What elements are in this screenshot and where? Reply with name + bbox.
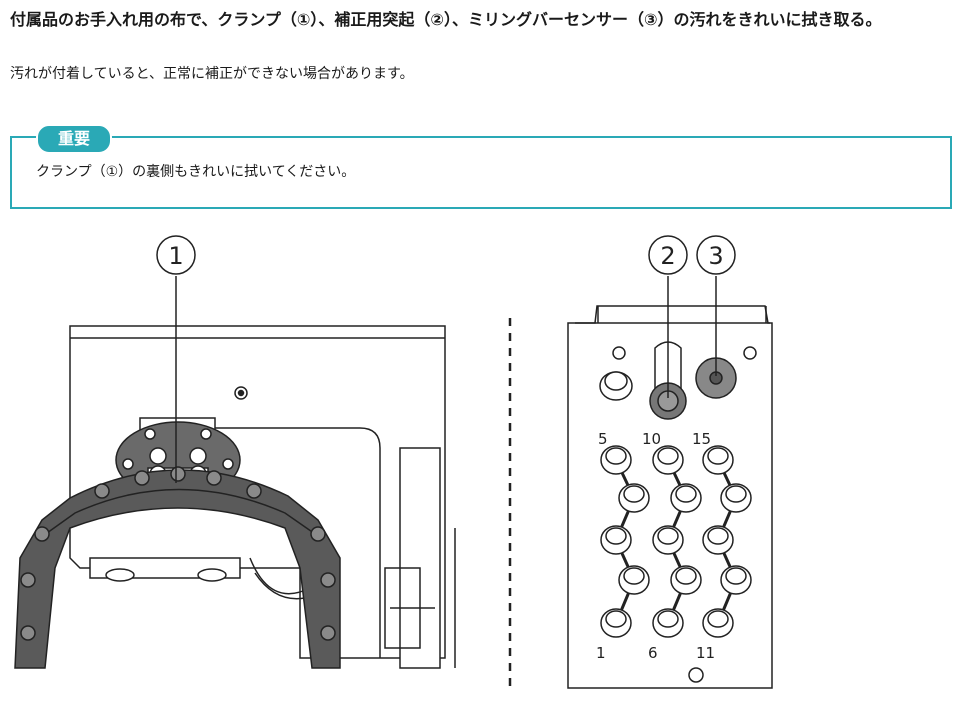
sensor-pad-top	[707, 610, 729, 628]
sensor-pad-top	[605, 610, 627, 628]
notice-text: クランプ（①）の裏側もきれいに拭いてください。	[36, 164, 356, 180]
callout-3: 3	[696, 235, 736, 376]
sensor-pad-top	[605, 527, 627, 545]
sensor-pad-top	[657, 527, 679, 545]
notice-label: 重要	[36, 124, 113, 154]
important-notice: 重要 クランプ（①）の裏側もきれいに拭いてください。	[10, 124, 952, 209]
plate-number-5: 5	[598, 430, 608, 448]
machine-illustration	[14, 325, 456, 669]
callout-3-label: 3	[708, 242, 723, 270]
plate-number-10: 10	[642, 430, 661, 448]
sensor-pad-top	[675, 567, 697, 585]
sensor-pads	[600, 445, 752, 638]
plate-number-15: 15	[692, 430, 711, 448]
sensor-pad-top	[725, 485, 747, 503]
plate-illustration	[567, 305, 773, 689]
instruction-heading: 付属品のお手入れ用の布で、クランプ（①）、補正用突起（②）、ミリングバーセンサー…	[10, 10, 882, 29]
plate-number-1: 1	[596, 644, 606, 662]
callout-1-label: 1	[168, 242, 183, 270]
clamp-and-plate-illustration: 1 5 10 15 1 6 11 2	[14, 235, 773, 689]
sensor-pad-top	[623, 485, 645, 503]
sensor-pad-top	[725, 567, 747, 585]
plate-number-11: 11	[696, 644, 715, 662]
sensor-pad-top	[623, 567, 645, 585]
sensor-pad-top	[707, 447, 729, 465]
plate-number-6: 6	[648, 644, 658, 662]
plate-numbers: 5 10 15 1 6 11	[596, 430, 715, 662]
sensor-pad-top	[605, 447, 627, 465]
sensor-pad-top	[675, 485, 697, 503]
sensor-pad-top	[707, 527, 729, 545]
callout-1: 1	[156, 235, 196, 483]
callout-2: 2	[648, 235, 688, 398]
sensor-pad-top	[657, 610, 679, 628]
callout-2-label: 2	[660, 242, 675, 270]
sensor-pad-top	[657, 447, 679, 465]
instruction-note: 汚れが付着していると、正常に補正ができない場合があります。	[10, 66, 414, 82]
